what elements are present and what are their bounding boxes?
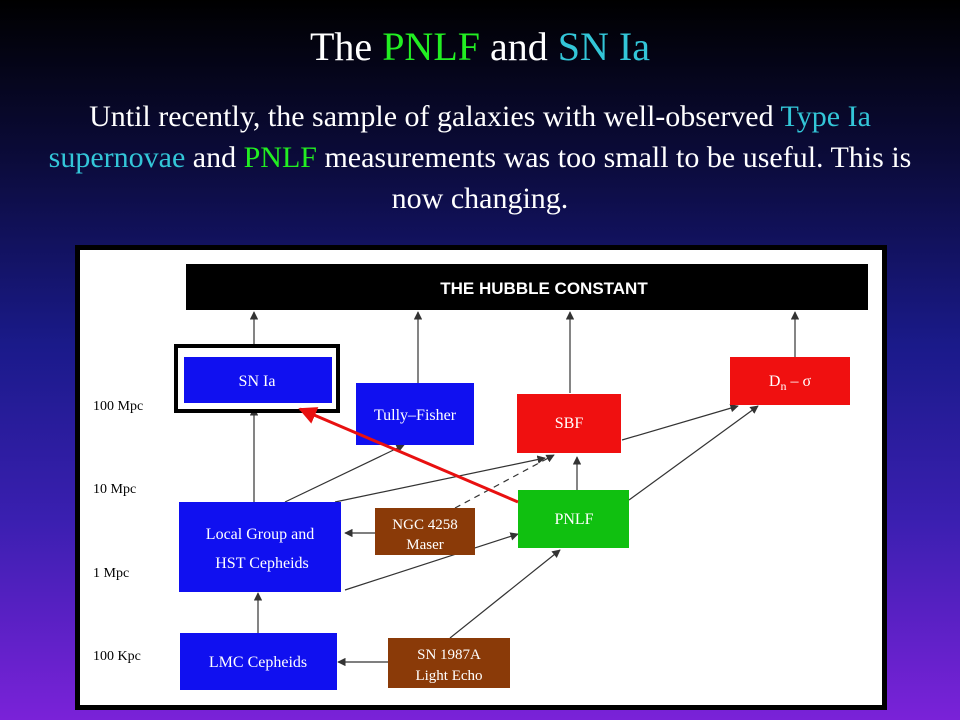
dn-main: D xyxy=(769,373,781,390)
pnlf-box xyxy=(518,490,629,548)
subtitle-text-2: and xyxy=(185,141,244,174)
tully-fisher-label: Tully–Fisher xyxy=(374,407,457,424)
dn-sub: n xyxy=(780,379,786,393)
local-group-label-1: Local Group and xyxy=(206,526,314,543)
arrow-local-to-tully xyxy=(284,444,405,503)
dn-tail: – σ xyxy=(786,373,811,390)
slide-subtitle: Until recently, the sample of galaxies w… xyxy=(20,96,940,219)
scale-100-mpc: 100 Mpc xyxy=(93,399,143,414)
pnlf-label: PNLF xyxy=(554,511,593,528)
sn1987a-box xyxy=(388,638,510,688)
red-arrow-pnlf-to-snia xyxy=(298,407,519,504)
scale-10-mpc: 10 Mpc xyxy=(93,482,136,497)
dn-sigma-box xyxy=(730,357,850,405)
diagram-panel xyxy=(80,250,882,705)
ngc4258-label-2: Maser xyxy=(406,537,444,553)
slide-title: The PNLF and SN Ia xyxy=(0,22,960,72)
tully-fisher-box xyxy=(356,383,474,445)
arrow-ngc-to-sbf xyxy=(454,454,555,509)
snia-box xyxy=(184,357,332,403)
snia-label: SN Ia xyxy=(239,373,276,390)
subtitle-type-ia: Type Ia supernovae xyxy=(48,100,871,174)
ngc4258-label-1: NGC 4258 xyxy=(392,517,457,533)
lmc-cepheids-box xyxy=(180,633,337,690)
diagram-svg: THE HUBBLE CONSTANT 100 Mpc 10 Mpc 1 Mpc… xyxy=(80,250,882,705)
distance-ladder-diagram: THE HUBBLE CONSTANT 100 Mpc 10 Mpc 1 Mpc… xyxy=(75,245,887,710)
sbf-box xyxy=(517,394,621,453)
hubble-constant-bar xyxy=(186,264,868,310)
title-pnlf: PNLF xyxy=(382,24,480,69)
scale-1-mpc: 1 Mpc xyxy=(93,566,129,581)
subtitle-text-3: measurements was too small to be useful.… xyxy=(316,141,912,215)
sn1987a-label-2: Light Echo xyxy=(415,668,482,684)
sn1987a-label-1: SN 1987A xyxy=(417,647,481,663)
arrow-sn1987a-to-pnlf xyxy=(449,549,561,639)
subtitle-text-1: Until recently, the sample of galaxies w… xyxy=(89,100,781,133)
local-group-label-2: HST Cepheids xyxy=(215,555,308,572)
scale-100-kpc: 100 Kpc xyxy=(93,649,141,664)
arrow-pnlf-to-dn xyxy=(628,405,759,501)
lmc-cepheids-label: LMC Cepheids xyxy=(209,654,307,671)
title-text: The xyxy=(310,24,383,69)
sbf-label: SBF xyxy=(555,415,584,432)
arrow-local-to-pnlf xyxy=(344,532,519,591)
title-snia: SN Ia xyxy=(557,24,650,69)
arrow-local-to-sbf xyxy=(334,455,546,503)
local-group-box xyxy=(179,502,341,592)
subtitle-pnlf: PNLF xyxy=(243,141,317,174)
title-and: and xyxy=(480,24,558,69)
arrow-sbf-to-dn xyxy=(621,404,739,441)
ngc4258-box xyxy=(375,508,475,555)
hubble-constant-label: THE HUBBLE CONSTANT xyxy=(440,279,648,298)
dn-sigma-label: Dn – σ xyxy=(769,373,812,393)
